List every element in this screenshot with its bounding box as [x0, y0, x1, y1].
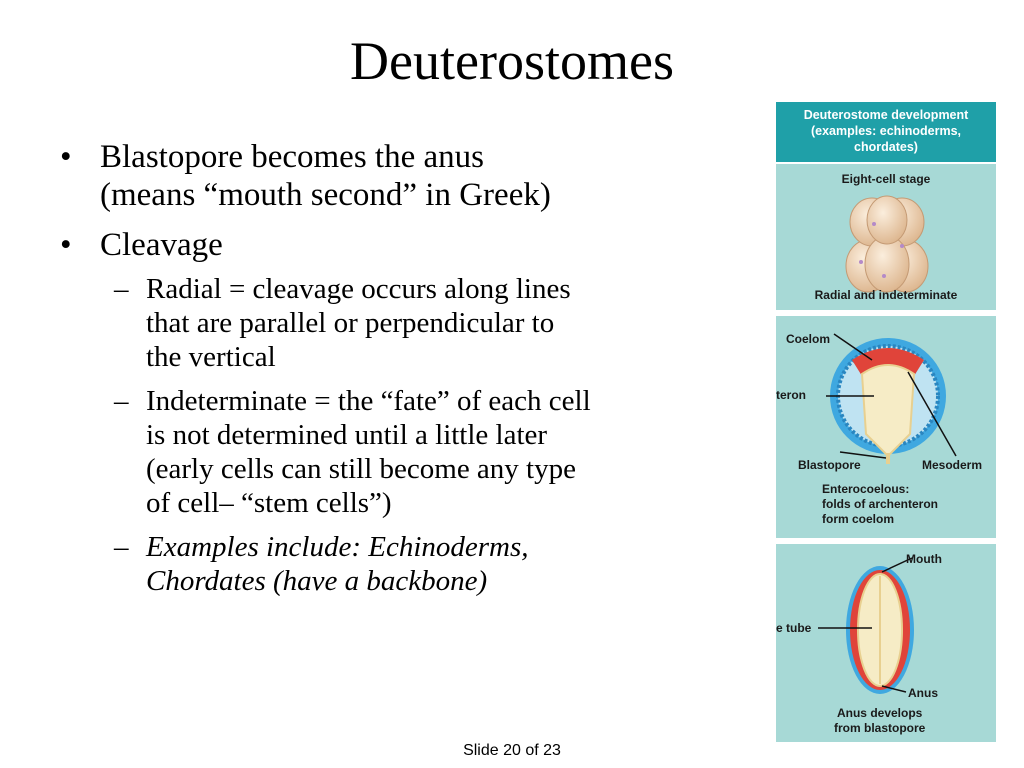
figure-header: Deuterostome development (examples: echi… — [776, 102, 996, 162]
sub-text: of cell– “stem cells”) — [146, 487, 392, 519]
gut-tube-label: e tube — [776, 621, 812, 635]
panel-enterocoelous: Coelom teron Blastopore Mesoderm Enteroc… — [776, 316, 996, 538]
blastopore-label: Blastopore — [798, 458, 861, 472]
caption-line: folds of archenteron — [822, 497, 939, 511]
radial-indeterminate-label: Radial and indeterminate — [814, 288, 958, 302]
sub-text: Indeterminate = the “fate” of each cell — [146, 385, 591, 417]
slide-body: • Blastopore becomes the anus (means “mo… — [56, 138, 766, 598]
sub-text: Radial = cleavage occurs along lines — [146, 273, 571, 305]
gut-tube-illustration — [818, 557, 914, 694]
slide-number: Slide 20 of 23 — [463, 742, 561, 759]
bullet-text: (means “mouth second” in Greek) — [100, 177, 551, 213]
sub-text: (early cells can still become any type — [146, 453, 576, 485]
figure-header-line: chordates) — [854, 140, 918, 154]
enterocoelous-caption: Enterocoelous: folds of archenteron form… — [822, 482, 938, 527]
sub-text: is not determined until a little later — [146, 419, 548, 451]
panel-eight-cell: Eight-cell stage Radial and indeterminat… — [776, 164, 996, 310]
sub-bullet-examples: – Examples include: Echinoderms, Chordat… — [56, 530, 766, 598]
figure-header-line: Deuterostome development — [803, 108, 969, 122]
mouth-label: Mouth — [906, 552, 942, 566]
bullet-text: Cleavage — [100, 227, 223, 263]
sub-text: the vertical — [146, 341, 276, 373]
bullet-marker: • — [60, 139, 72, 175]
sub-text: Examples include: Echinoderms, — [146, 531, 529, 563]
sub-bullet-indeterminate: – Indeterminate = the “fate” of each cel… — [56, 384, 766, 520]
sub-text: that are parallel or perpendicular to — [146, 307, 555, 339]
dash-marker: – — [114, 273, 129, 305]
archenteron-label: teron — [776, 388, 806, 402]
bullet-cleavage: • Cleavage — [56, 226, 766, 264]
figure-header-line: (examples: echinoderms, — [810, 124, 962, 138]
bullet-marker: • — [60, 227, 72, 263]
anus-caption: Anus develops from blastopore — [834, 706, 925, 736]
caption-line: Anus develops — [836, 706, 923, 720]
deuterostome-figure: Deuterostome development (examples: echi… — [776, 102, 996, 742]
mesoderm-label: Mesoderm — [922, 458, 983, 472]
caption-line: from blastopore — [834, 721, 926, 735]
slide-title: Deuterostomes — [350, 31, 674, 91]
eight-cell-embryo-illustration — [845, 195, 929, 293]
dash-marker: – — [114, 531, 129, 563]
sub-text: Chordates (have a backbone) — [146, 565, 488, 597]
bullet-text: Blastopore becomes the anus — [100, 139, 484, 175]
coelom-label: Coelom — [786, 332, 831, 346]
enterocoelous-embryo-illustration — [826, 333, 957, 464]
anus-label: Anus — [908, 686, 938, 700]
sub-bullet-radial: – Radial = cleavage occurs along lines t… — [56, 272, 766, 374]
caption-line: Enterocoelous: — [822, 482, 910, 496]
bullet-blastopore: • Blastopore becomes the anus (means “mo… — [56, 138, 766, 214]
eight-cell-label: Eight-cell stage — [841, 172, 931, 186]
dash-marker: – — [114, 385, 129, 417]
caption-line: form coelom — [822, 512, 895, 526]
panel-anus-develops: Mouth e tube Anus Anus develops from bla… — [776, 544, 996, 742]
